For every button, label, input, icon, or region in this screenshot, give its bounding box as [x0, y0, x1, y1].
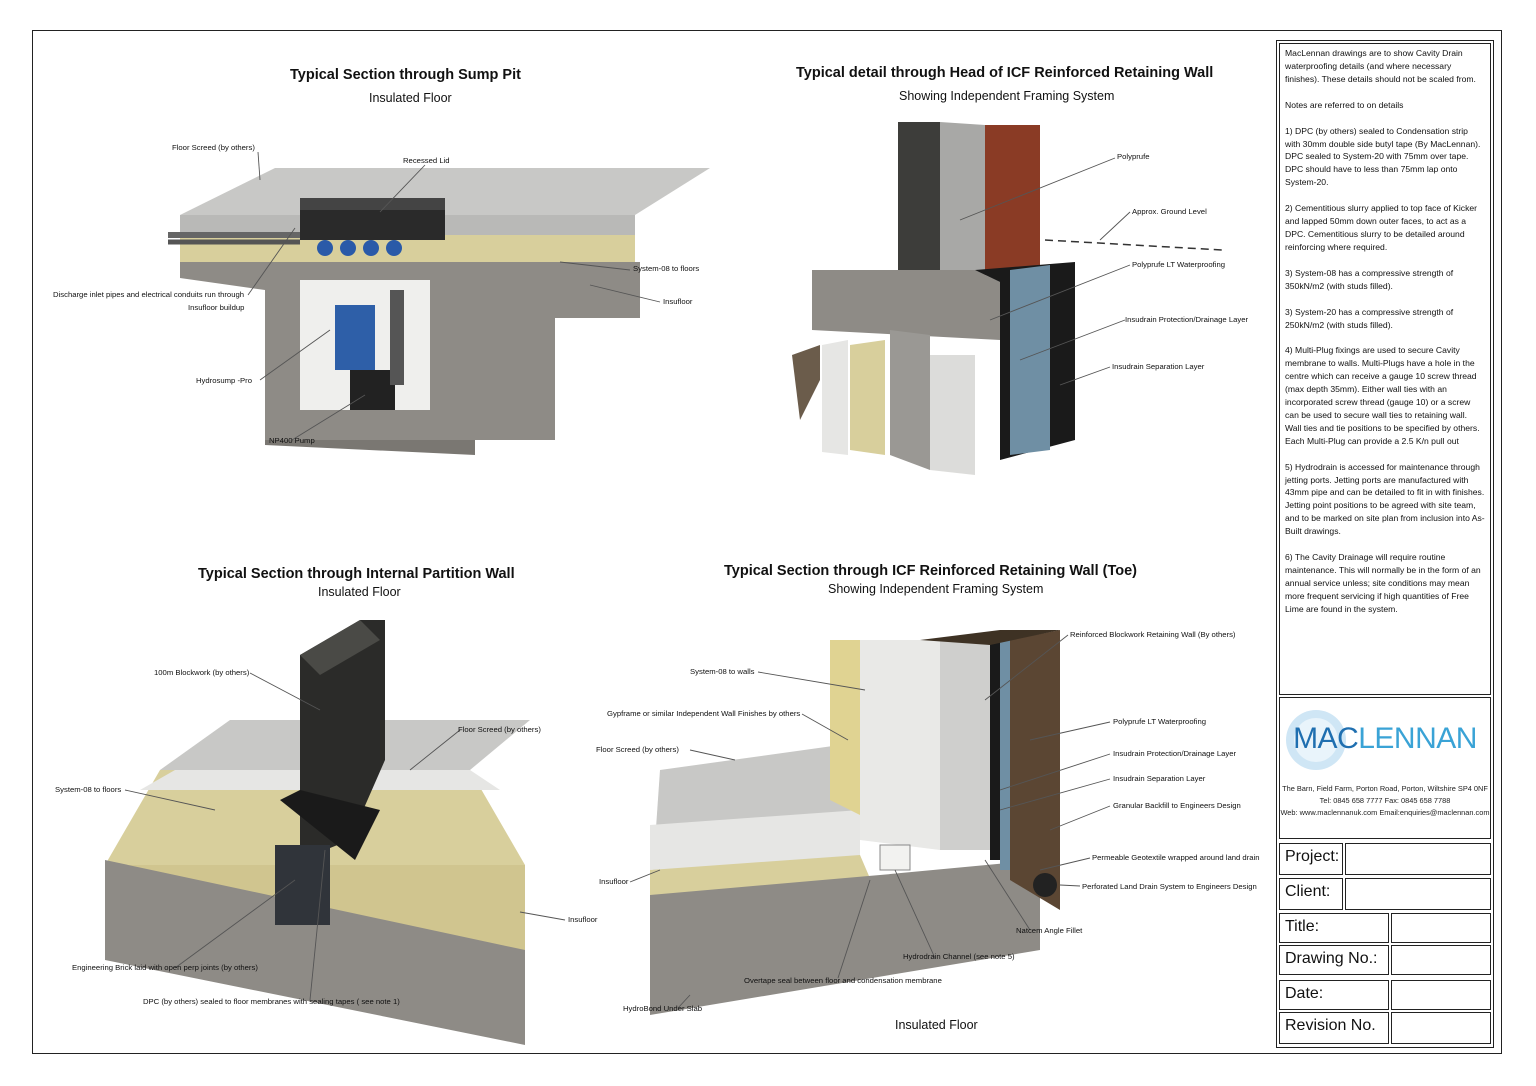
- date-field[interactable]: [1391, 980, 1491, 1010]
- toe-label-separation: Insudrain Separation Layer: [1113, 774, 1206, 783]
- icf-toe-illustration: [650, 630, 1060, 1015]
- logo-swoosh-icon: [1286, 710, 1346, 770]
- client-field[interactable]: [1345, 878, 1491, 910]
- illustrations: [105, 122, 1223, 1045]
- partition-wall-illustration: [105, 620, 530, 1045]
- project-field[interactable]: [1345, 843, 1491, 875]
- head-subtitle: Showing Independent Framing System: [899, 89, 1115, 103]
- head-label-protection: Insudrain Protection/Drainage Layer: [1125, 315, 1249, 324]
- head-label-separation: Insudrain Separation Layer: [1112, 362, 1205, 371]
- head-label-polyprufe-lt: Polyprufe LT Waterproofing: [1132, 260, 1226, 269]
- drawing-frame: [32, 30, 1502, 1054]
- partition-subtitle: Insulated Floor: [318, 585, 401, 599]
- toe-label-overtape: Overtape seal between floor and condensa…: [744, 976, 942, 985]
- toe-label-polyprufe-lt: Polyprufe LT Waterproofing: [1113, 717, 1207, 726]
- logo-mac: MAC: [1293, 722, 1359, 755]
- toe-label-gypframe: Gypframe or similar Independent Wall Fin…: [607, 709, 801, 718]
- revision-label: Revision No.: [1279, 1012, 1389, 1044]
- note-intro: MacLennan drawings are to show Cavity Dr…: [1285, 48, 1476, 84]
- toe-footer: Insulated Floor: [895, 1018, 978, 1032]
- logo-wordmark: MACLENNAN: [1280, 722, 1490, 756]
- title-block-panel: [1276, 40, 1494, 1048]
- note-3b: 3) System-20 has a compressive strength …: [1285, 306, 1454, 330]
- drawing-no-field[interactable]: [1391, 945, 1491, 975]
- sump-title: Typical Section through Sump Pit: [290, 67, 521, 83]
- toe-label-backfill: Granular Backfill to Engineers Design: [1113, 801, 1241, 810]
- sump-label-floor-screed: Floor Screed (by others): [172, 143, 255, 152]
- toe-label-protection: Insudrain Protection/Drainage Layer: [1113, 749, 1237, 758]
- drawing-no-label: Drawing No.:: [1279, 945, 1389, 975]
- sump-label-pump: NP400 Pump: [269, 436, 315, 445]
- note-3a: 3) System-08 has a compressive strength …: [1285, 267, 1454, 291]
- sump-pit-illustration: [168, 168, 710, 455]
- date-label: Date:: [1279, 980, 1389, 1010]
- leader-lines: [124, 151, 1131, 1009]
- toe-label-geotextile: Permeable Geotextile wrapped around land…: [1092, 853, 1260, 862]
- note-reference: Notes are referred to on details: [1285, 99, 1404, 110]
- sump-label-insufloor: Insufloor: [663, 297, 693, 306]
- toe-label-floor-screed: Floor Screed (by others): [596, 745, 679, 754]
- sump-label-recessed-lid: Recessed Lid: [403, 156, 450, 165]
- toe-label-hydrodrain: Hydrodrain Channel (see note 5): [903, 952, 1015, 961]
- icf-head-illustration: [792, 122, 1223, 475]
- project-label: Project:: [1279, 843, 1343, 875]
- head-title: Typical detail through Head of ICF Reinf…: [796, 65, 1214, 81]
- partition-label-brick: Engineering Brick laid with open perp jo…: [72, 963, 258, 972]
- note-4: 4) Multi-Plug fixings are used to secure…: [1285, 345, 1480, 446]
- company-address: The Barn, Field Farm, Porton Road, Porto…: [1282, 784, 1488, 793]
- partition-label-insufloor: Insufloor: [568, 915, 598, 924]
- partition-label-floor-screed: Floor Screed (by others): [458, 725, 541, 734]
- note-2: 2) Cementitious slurry applied to top fa…: [1285, 203, 1478, 252]
- sump-subtitle: Insulated Floor: [369, 91, 452, 105]
- toe-subtitle: Showing Independent Framing System: [828, 582, 1044, 596]
- partition-label-dpc: DPC (by others) sealed to floor membrane…: [143, 997, 400, 1006]
- toe-label-landdrain: Perforated Land Drain System to Engineer…: [1082, 882, 1257, 891]
- toe-label-hydrobond: HydroBond Under Slab: [623, 1004, 703, 1013]
- logo-lennan: LENNAN: [1358, 722, 1477, 755]
- partition-label-blockwork: 100m Blockwork (by others): [154, 668, 250, 677]
- sump-label-discharge-2: Insufloor buildup: [188, 303, 245, 312]
- client-label: Client:: [1279, 878, 1343, 910]
- note-6: 6) The Cavity Drainage will require rout…: [1285, 552, 1481, 614]
- notes-box: MacLennan drawings are to show Cavity Dr…: [1279, 43, 1491, 695]
- head-label-ground: Approx. Ground Level: [1132, 207, 1207, 216]
- sump-label-discharge: Discharge inlet pipes and electrical con…: [53, 290, 245, 299]
- note-5: 5) Hydrodrain is accessed for maintenanc…: [1285, 461, 1485, 537]
- toe-title: Typical Section through ICF Reinforced R…: [724, 563, 1137, 579]
- revision-field[interactable]: [1391, 1012, 1491, 1044]
- title-field[interactable]: [1391, 913, 1491, 943]
- toe-label-reinforced: Reinforced Blockwork Retaining Wall (By …: [1070, 630, 1236, 639]
- partition-title: Typical Section through Internal Partiti…: [198, 566, 515, 582]
- company-web: Web: www.maclennanuk.com Email:enquiries…: [1280, 808, 1490, 817]
- sump-label-hydrosump: Hydrosump -Pro: [196, 376, 252, 385]
- company-logo-box: MACLENNAN The Barn, Field Farm, Porton R…: [1279, 697, 1491, 839]
- toe-label-insufloor: Insufloor: [599, 877, 629, 886]
- toe-label-natcem: Natcem Angle Fillet: [1016, 926, 1083, 935]
- toe-label-system08: System-08 to walls: [690, 667, 755, 676]
- title-label: Title:: [1279, 913, 1389, 943]
- company-phone: Tel: 0845 658 7777 Fax: 0845 658 7788: [1319, 796, 1451, 805]
- partition-label-system08: System-08 to floors: [55, 785, 122, 794]
- head-label-polyprufe: Polyprufe: [1117, 152, 1150, 161]
- sump-label-system08: System-08 to floors: [633, 264, 700, 273]
- note-1: 1) DPC (by others) sealed to Condensatio…: [1285, 125, 1481, 188]
